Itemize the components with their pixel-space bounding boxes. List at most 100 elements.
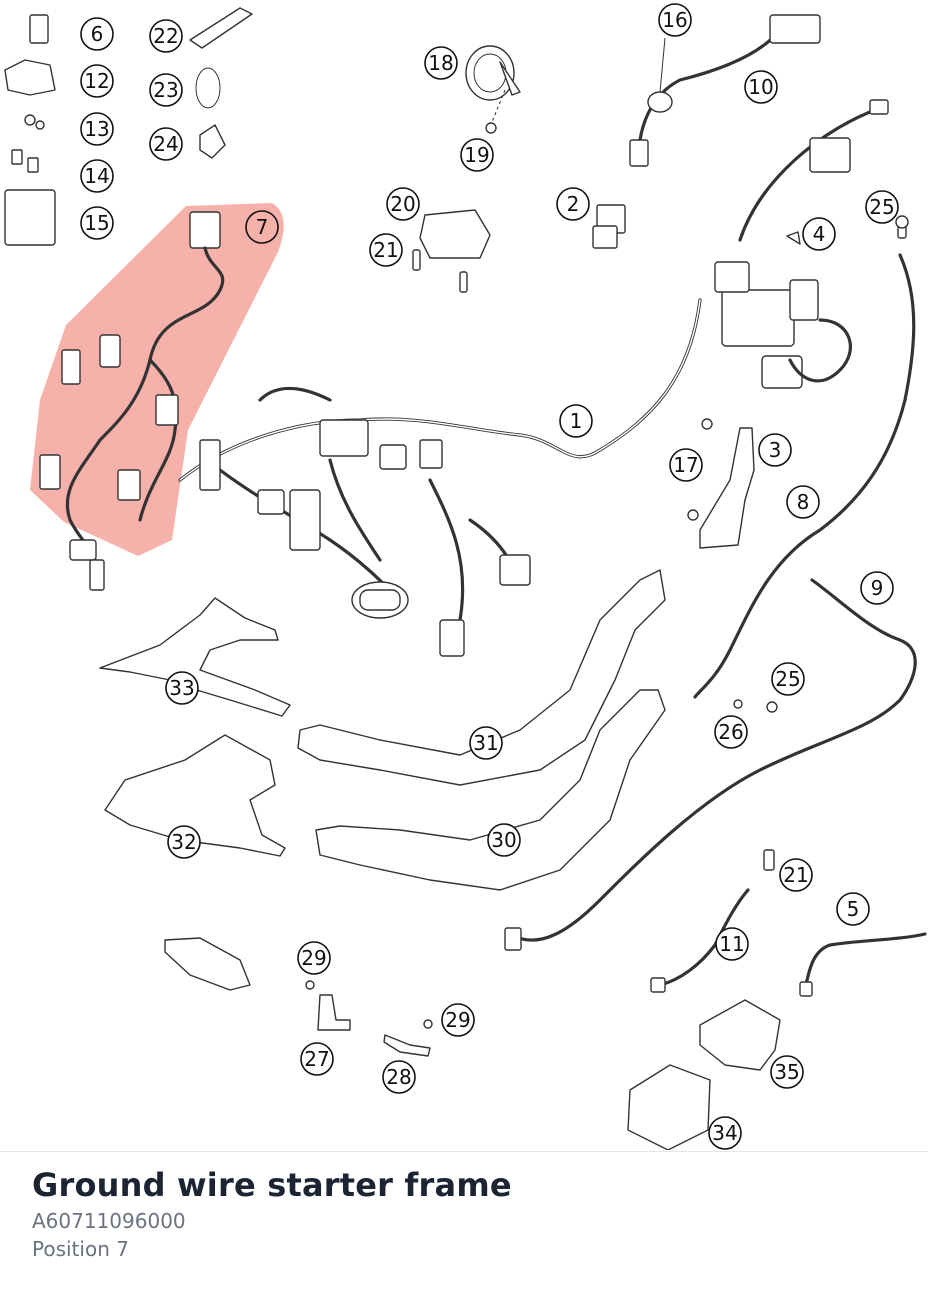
part-10-wire[interactable] — [629, 14, 821, 167]
part-24-clip[interactable] — [199, 124, 226, 159]
part-20-cover[interactable] — [412, 209, 491, 293]
callout-29-right[interactable]: 29 — [441, 1003, 475, 1037]
callout-9[interactable]: 9 — [860, 571, 894, 605]
part-27-bracket[interactable] — [317, 994, 351, 1031]
callout-31[interactable]: 31 — [469, 726, 503, 760]
part-5-wire[interactable] — [804, 932, 927, 987]
part-23-cable-tie[interactable] — [195, 67, 221, 109]
svg-text:17: 17 — [673, 453, 698, 477]
callout-1[interactable]: 1 — [559, 404, 593, 438]
svg-text:25: 25 — [869, 195, 894, 219]
callout-30[interactable]: 30 — [487, 823, 521, 857]
svg-text:9: 9 — [871, 576, 884, 600]
svg-text:4: 4 — [813, 222, 826, 246]
part-4-clip[interactable] — [786, 231, 801, 245]
part-21-bolt-lower[interactable] — [763, 849, 775, 871]
control-unit-bottom-left[interactable] — [164, 937, 251, 991]
callout-8[interactable]: 8 — [786, 485, 820, 519]
callout-35[interactable]: 35 — [770, 1055, 804, 1089]
svg-text:30: 30 — [491, 828, 516, 852]
part-position: Position 7 — [32, 1237, 129, 1261]
part-2-relay[interactable] — [592, 204, 626, 249]
callout-19[interactable]: 19 — [460, 138, 494, 172]
callout-10[interactable]: 10 — [744, 70, 778, 104]
part-9-cable[interactable] — [510, 578, 917, 942]
part-8-wire[interactable] — [693, 253, 916, 699]
callout-29-left[interactable]: 29 — [297, 941, 331, 975]
callout-27[interactable]: 27 — [300, 1042, 334, 1076]
callout-16[interactable]: 16 — [658, 3, 692, 37]
part-17-screws[interactable] — [687, 418, 713, 521]
callout-3[interactable]: 3 — [758, 433, 792, 467]
svg-text:20: 20 — [390, 192, 415, 216]
top-left-small-parts[interactable] — [4, 14, 56, 246]
part-title: Ground wire starter frame — [32, 1166, 512, 1204]
callout-21-top[interactable]: 21 — [369, 233, 403, 267]
part-25-bolt[interactable] — [895, 215, 909, 239]
part-3-bracket[interactable] — [699, 427, 755, 549]
callout-12[interactable]: 12 — [80, 64, 114, 98]
callout-24[interactable]: 24 — [149, 127, 183, 161]
callout-13[interactable]: 13 — [80, 112, 114, 146]
svg-text:7: 7 — [256, 215, 269, 239]
callout-32[interactable]: 32 — [167, 825, 201, 859]
part-26-washer[interactable] — [733, 699, 743, 709]
callout-34[interactable]: 34 — [708, 1116, 742, 1150]
callout-25-mid[interactable]: 25 — [771, 662, 805, 696]
svg-text:16: 16 — [662, 8, 687, 32]
part-22-strap[interactable] — [189, 7, 253, 49]
callout-28[interactable]: 28 — [382, 1060, 416, 1094]
callout-22[interactable]: 22 — [149, 19, 183, 53]
part-30-rail[interactable] — [315, 689, 666, 891]
callout-14[interactable]: 14 — [80, 159, 114, 193]
svg-text:22: 22 — [153, 24, 178, 48]
callout-11[interactable]: 11 — [715, 927, 749, 961]
svg-text:3: 3 — [769, 438, 782, 462]
callout-15[interactable]: 15 — [80, 206, 114, 240]
divider — [0, 1151, 928, 1152]
callout-20[interactable]: 20 — [386, 187, 420, 221]
callout-18[interactable]: 18 — [424, 46, 458, 80]
callout-2[interactable]: 2 — [556, 187, 590, 221]
svg-text:5: 5 — [847, 897, 860, 921]
part-7-ground-wire[interactable] — [39, 211, 225, 591]
part-31-rail[interactable] — [297, 569, 666, 786]
callout-6[interactable]: 6 — [80, 17, 114, 51]
svg-text:13: 13 — [84, 117, 109, 141]
svg-text:14: 14 — [84, 164, 109, 188]
callout-7[interactable]: 7 — [245, 210, 279, 244]
svg-text:29: 29 — [445, 1008, 470, 1032]
svg-text:21: 21 — [373, 238, 398, 262]
svg-text:8: 8 — [797, 490, 810, 514]
svg-text:31: 31 — [473, 731, 498, 755]
callout-25-top[interactable]: 25 — [865, 190, 899, 224]
fuse-box-assembly[interactable] — [714, 99, 889, 389]
callout-26[interactable]: 26 — [714, 715, 748, 749]
part-16-grommet[interactable] — [647, 91, 673, 113]
part-34-module[interactable] — [627, 1064, 711, 1150]
svg-text:18: 18 — [428, 51, 453, 75]
callout-4[interactable]: 4 — [802, 217, 836, 251]
callout-21-bottom[interactable]: 21 — [779, 858, 813, 892]
svg-text:32: 32 — [171, 830, 196, 854]
callout-33[interactable]: 33 — [165, 671, 199, 705]
part-number: A60711096000 — [32, 1209, 186, 1233]
svg-text:35: 35 — [774, 1060, 799, 1084]
part-35-ecu[interactable] — [699, 999, 781, 1071]
svg-text:28: 28 — [386, 1065, 411, 1089]
svg-text:10: 10 — [748, 75, 773, 99]
part-28-bracket[interactable] — [383, 1034, 431, 1057]
part-11-wire[interactable] — [658, 888, 750, 987]
part-18-horn[interactable] — [465, 45, 521, 134]
svg-text:26: 26 — [718, 720, 743, 744]
svg-text:2: 2 — [567, 192, 580, 216]
callout-17[interactable]: 17 — [669, 448, 703, 482]
svg-text:29: 29 — [301, 946, 326, 970]
part-25-screw-mid[interactable] — [766, 701, 778, 713]
part-1-main-harness[interactable] — [178, 298, 702, 657]
svg-text:24: 24 — [153, 132, 178, 156]
callout-23[interactable]: 23 — [149, 73, 183, 107]
svg-text:25: 25 — [775, 667, 800, 691]
svg-text:23: 23 — [153, 78, 178, 102]
callout-5[interactable]: 5 — [836, 892, 870, 926]
